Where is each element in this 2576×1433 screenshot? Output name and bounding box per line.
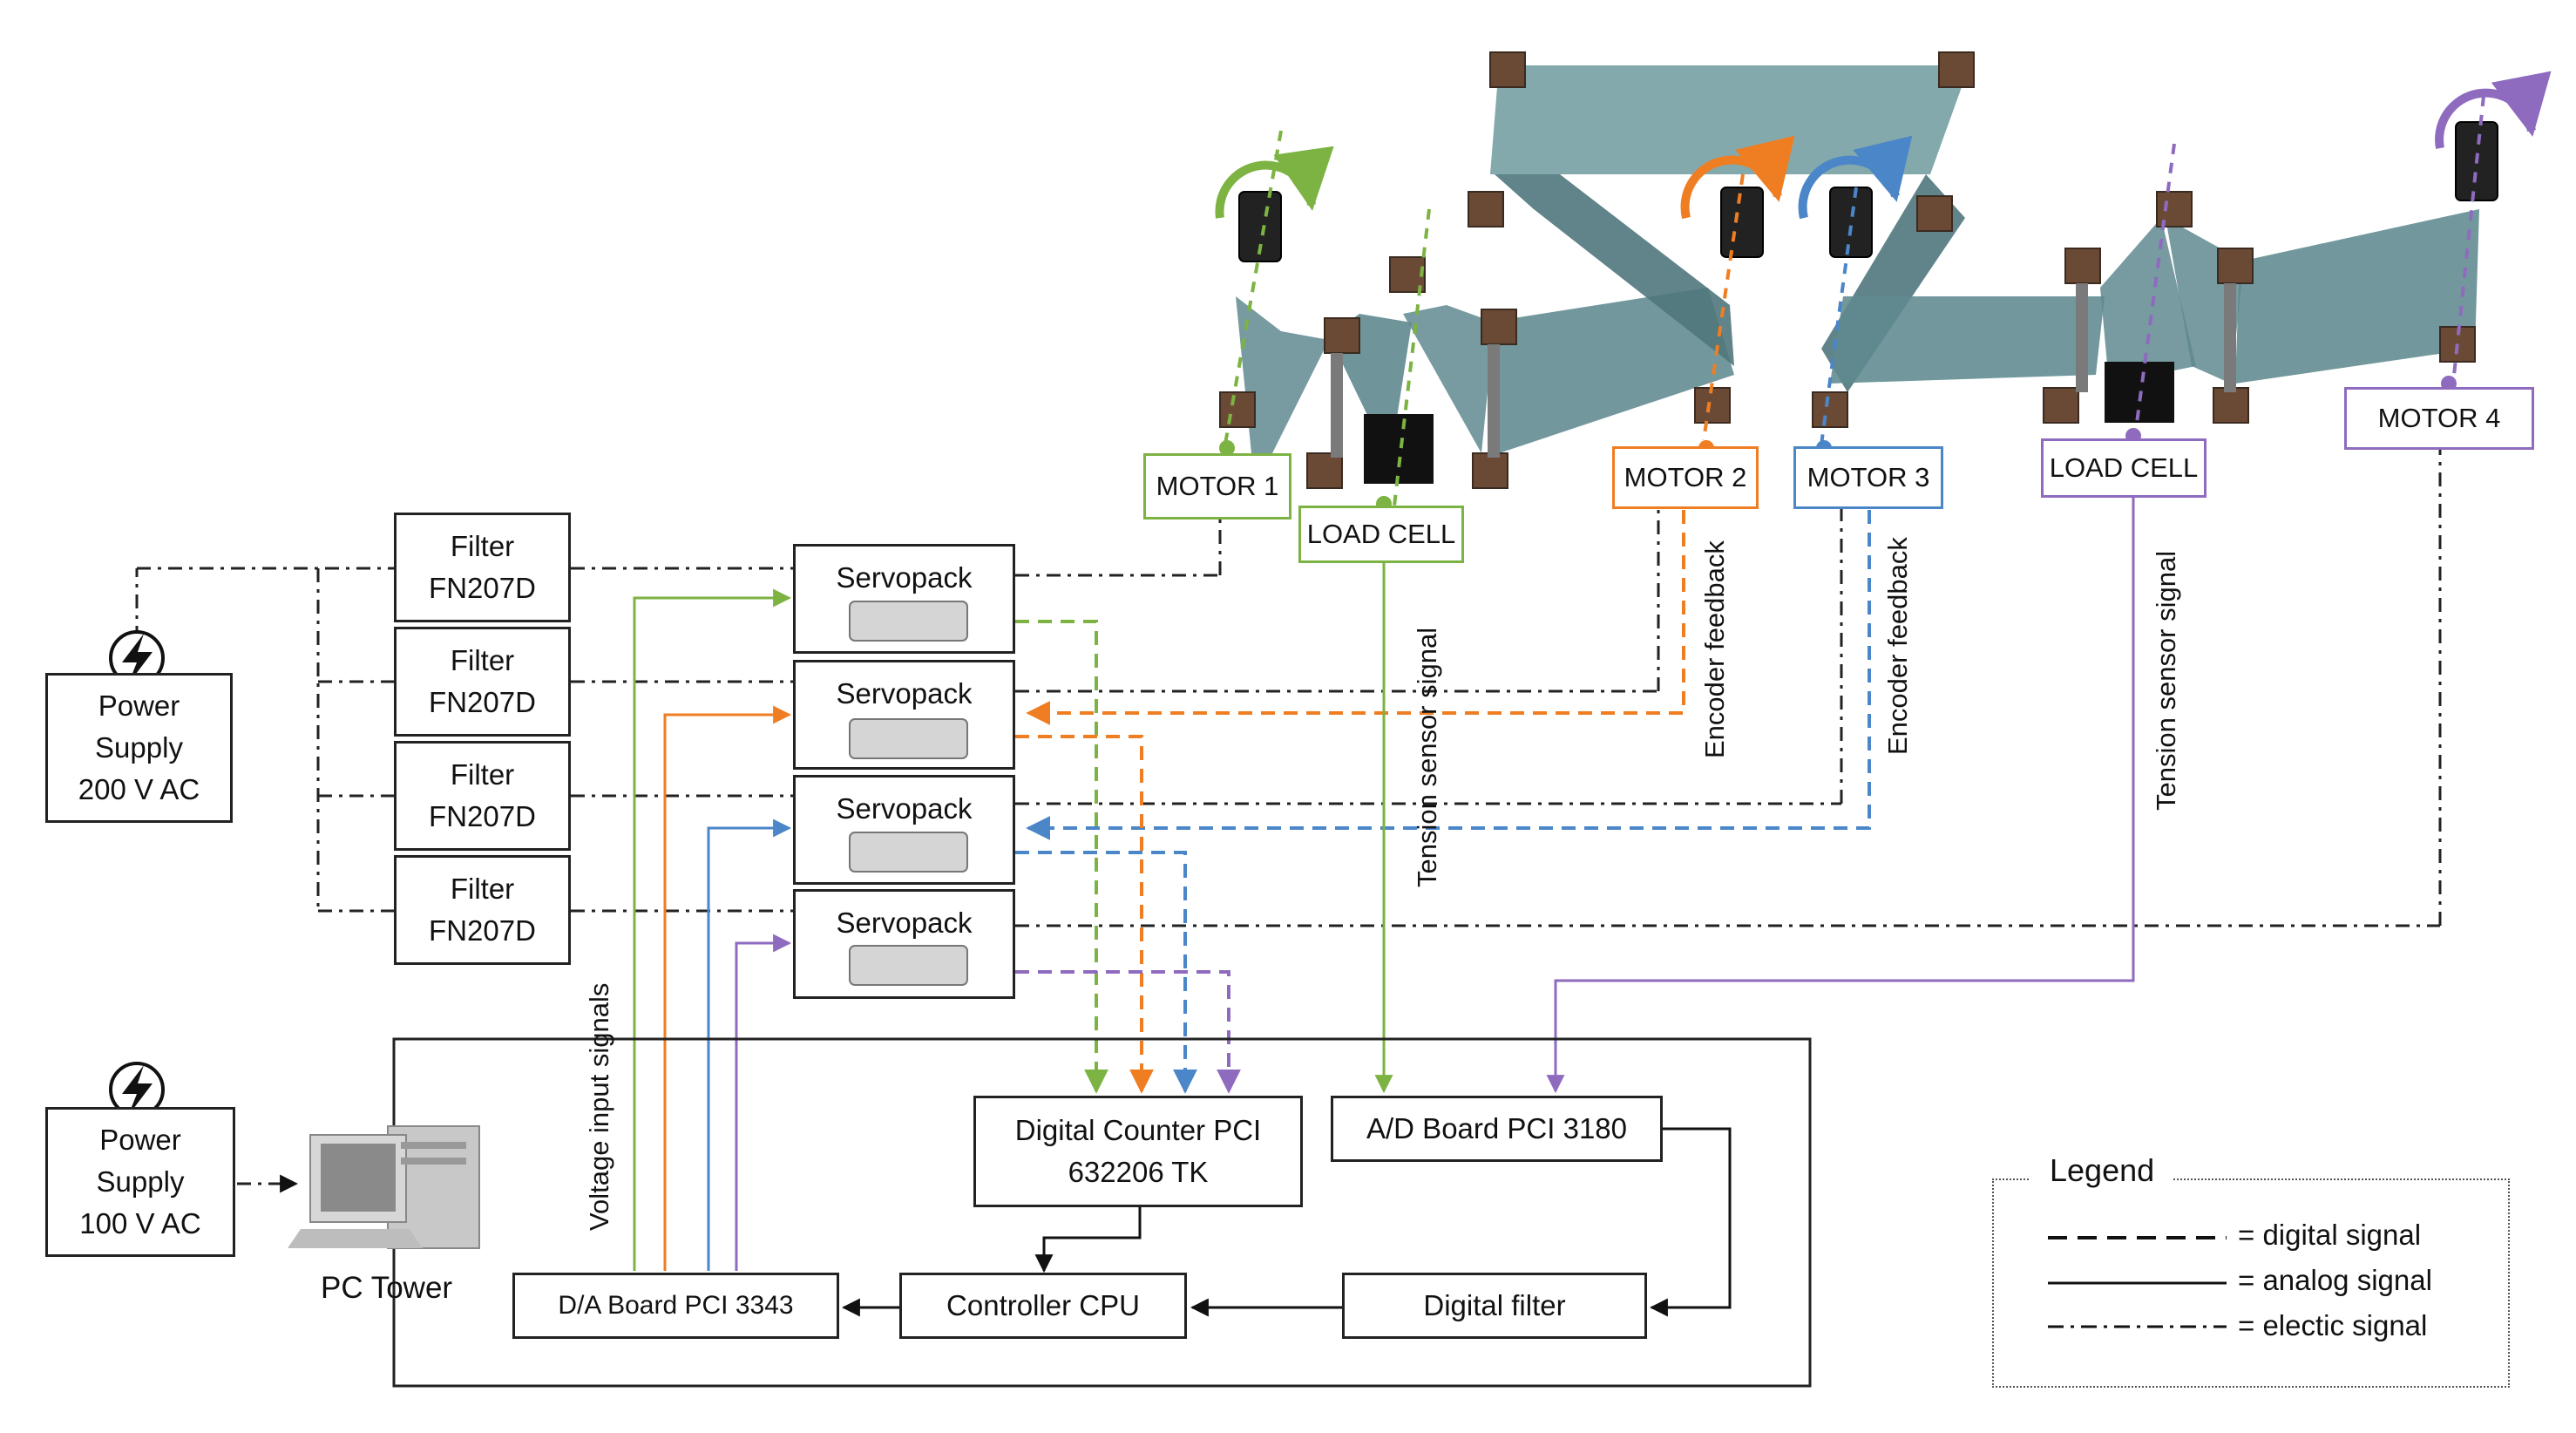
pc-tower-icon bbox=[288, 1125, 480, 1249]
electric-signal-lines bbox=[135, 450, 2442, 927]
servopack-box-3: Servopack bbox=[793, 775, 1015, 885]
analog-signal-lines bbox=[633, 493, 2135, 1271]
motor-4-label: MOTOR 4 bbox=[2344, 387, 2534, 450]
motor-1-label: MOTOR 1 bbox=[1143, 453, 1291, 520]
filter-2-line2: FN207D bbox=[429, 686, 536, 718]
motor-2-label: MOTOR 2 bbox=[1612, 446, 1759, 509]
filter-4-line2: FN207D bbox=[429, 914, 536, 947]
digital-counter-line2: 632206 TK bbox=[1068, 1156, 1209, 1188]
encoder-feedback-label-1: Encoder feedback bbox=[1699, 540, 1730, 758]
pc-tower-label: PC Tower bbox=[321, 1271, 453, 1305]
belt-mechanism-illustration bbox=[1215, 51, 2552, 506]
legend-frame bbox=[1992, 1178, 2510, 1388]
power-supply-200v-line3: 200 V AC bbox=[78, 772, 200, 805]
load-cell-2-label: LOAD CELL bbox=[2041, 438, 2207, 498]
filter-2-line1: Filter bbox=[450, 644, 515, 677]
filter-box-3: Filter FN207D bbox=[394, 741, 571, 851]
servopack-4-label: Servopack bbox=[836, 907, 973, 939]
power-supply-200v-box: Power Supply 200 V AC bbox=[45, 673, 233, 823]
power-supply-100v-line2: Supply bbox=[96, 1165, 185, 1199]
ad-board-box: A/D Board PCI 3180 bbox=[1331, 1096, 1663, 1162]
filter-3-line2: FN207D bbox=[429, 800, 536, 832]
servopack-2-label: Servopack bbox=[836, 677, 973, 710]
da-board-box: D/A Board PCI 3343 bbox=[512, 1273, 839, 1339]
encoder-feedback-lines bbox=[1015, 510, 1871, 1094]
servopack-1-label: Servopack bbox=[836, 561, 973, 594]
filter-3-line1: Filter bbox=[450, 758, 515, 791]
power-supply-100v-box: Power Supply 100 V AC bbox=[45, 1107, 235, 1257]
servopack-device-images bbox=[849, 601, 968, 986]
legend-samples bbox=[2048, 1236, 2227, 1328]
power-supply-200v-line1: Power bbox=[98, 689, 180, 723]
tension-sensor-signal-label-1: Tension sensor signal bbox=[1412, 627, 1442, 887]
encoder-feedback-label-2: Encoder feedback bbox=[1882, 537, 1913, 755]
servopack-box-1: Servopack bbox=[793, 544, 1015, 654]
filter-1-line2: FN207D bbox=[429, 572, 536, 604]
servopack-box-4: Servopack bbox=[793, 889, 1015, 999]
legend-analog-label: = analog signal bbox=[2238, 1264, 2432, 1296]
digital-counter-line1: Digital Counter PCI bbox=[1014, 1114, 1262, 1147]
power-supply-200v-line2: Supply bbox=[95, 731, 183, 764]
tension-sensor-signal-label-2: Tension sensor signal bbox=[2151, 550, 2181, 811]
digital-counter-box: Digital Counter PCI 632206 TK bbox=[973, 1096, 1303, 1207]
filter-1-line1: Filter bbox=[450, 530, 515, 563]
servopack-3-label: Servopack bbox=[836, 792, 973, 825]
voltage-input-signals-label: Voltage input signals bbox=[584, 982, 614, 1231]
power-supply-100v-line1: Power bbox=[99, 1124, 181, 1157]
legend-digital-label: = digital signal bbox=[2238, 1219, 2422, 1251]
load-cell-1-label: LOAD CELL bbox=[1298, 506, 1464, 563]
filter-4-line1: Filter bbox=[450, 873, 515, 906]
legend-title: Legend bbox=[2030, 1152, 2174, 1189]
servopack-box-2: Servopack bbox=[793, 660, 1015, 770]
filter-box-1: Filter FN207D bbox=[394, 513, 571, 622]
pc-internal-flow bbox=[841, 1127, 1732, 1317]
filter-box-4: Filter FN207D bbox=[394, 855, 571, 965]
legend-electric-label: = electic signal bbox=[2238, 1309, 2428, 1341]
filter-box-2: Filter FN207D bbox=[394, 627, 571, 737]
power-supply-100v-line3: 100 V AC bbox=[79, 1206, 201, 1239]
digital-filter-box: Digital filter bbox=[1342, 1273, 1647, 1339]
motor-3-label: MOTOR 3 bbox=[1793, 446, 1943, 509]
controller-cpu-box: Controller CPU bbox=[899, 1273, 1187, 1339]
